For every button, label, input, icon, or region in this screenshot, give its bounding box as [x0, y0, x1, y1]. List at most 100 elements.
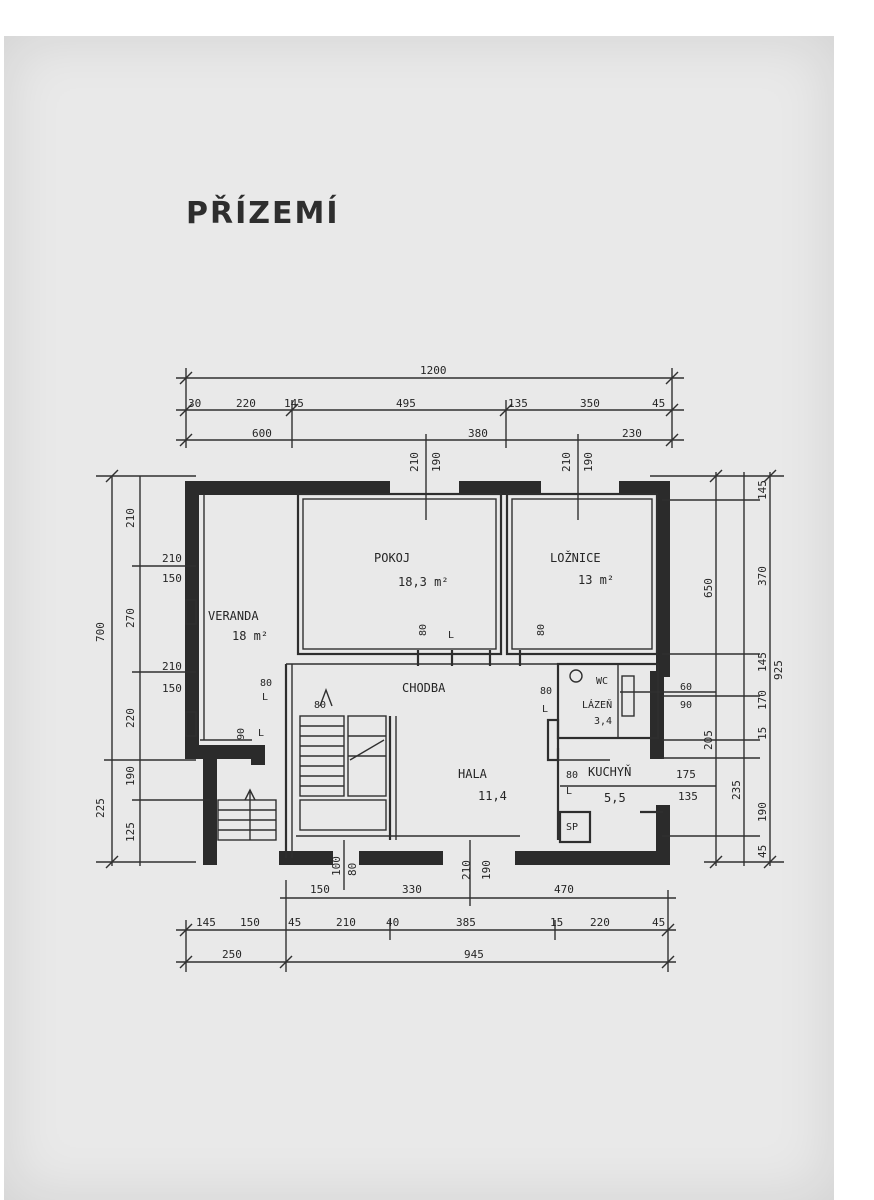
svg-text:220: 220	[590, 916, 610, 929]
right-dimensions: 650 205 235 925 145 370 145 170 15 190 4…	[702, 480, 785, 858]
svg-text:235: 235	[730, 780, 743, 800]
room-name-kuchyn: KUCHYŇ	[588, 764, 631, 779]
svg-text:45: 45	[756, 845, 769, 858]
outer-walls	[185, 481, 670, 865]
interior-walls	[185, 492, 663, 858]
room-name-pokoj: POKOJ	[374, 551, 410, 565]
svg-text:600: 600	[252, 427, 272, 440]
svg-text:380: 380	[468, 427, 488, 440]
svg-text:210: 210	[408, 452, 421, 472]
room-name-chodba: CHODBA	[402, 681, 446, 695]
room-area-veranda: 18 m²	[232, 629, 268, 643]
svg-text:15: 15	[550, 916, 563, 929]
svg-text:L: L	[262, 692, 268, 703]
svg-text:230: 230	[622, 427, 642, 440]
page-title: PŘÍZEMÍ	[186, 196, 340, 231]
svg-text:45: 45	[652, 397, 665, 410]
svg-text:40: 40	[386, 916, 399, 929]
svg-text:925: 925	[772, 660, 785, 680]
svg-text:250: 250	[222, 948, 242, 961]
svg-text:L: L	[566, 786, 572, 797]
svg-text:330: 330	[402, 883, 422, 896]
svg-text:190: 190	[124, 766, 137, 786]
room-area-kuchyn: 5,5	[604, 791, 626, 805]
room-name-wc: WC	[596, 676, 608, 687]
svg-text:700: 700	[94, 622, 107, 642]
svg-text:650: 650	[702, 578, 715, 598]
svg-text:L: L	[448, 630, 454, 641]
wc-fixture	[569, 669, 583, 683]
wall-loznice	[505, 492, 659, 656]
svg-text:190: 190	[480, 860, 493, 880]
svg-text:15: 15	[756, 727, 769, 740]
svg-text:210: 210	[162, 552, 182, 565]
paper-background	[4, 36, 834, 1200]
wall-right-lower	[515, 805, 670, 865]
room-labels: POKOJ 18,3 m² LOŽNICE 13 m² VERANDA 18 m…	[208, 550, 631, 833]
svg-text:190: 190	[430, 452, 443, 472]
svg-text:145: 145	[756, 652, 769, 672]
svg-text:350: 350	[580, 397, 600, 410]
svg-text:150: 150	[162, 572, 182, 585]
svg-text:385: 385	[456, 916, 476, 929]
interior-dimensions: 80 80 80 80 80 90 60 90 175 135 80 L L L…	[236, 624, 698, 803]
svg-text:270: 270	[124, 608, 137, 628]
room-name-veranda: VERANDA	[208, 609, 259, 623]
svg-text:495: 495	[396, 397, 416, 410]
svg-text:80: 80	[540, 686, 552, 697]
svg-text:45: 45	[652, 916, 665, 929]
svg-text:135: 135	[678, 790, 698, 803]
svg-text:30: 30	[188, 397, 201, 410]
room-name-sp: SP	[566, 822, 578, 833]
dimension-lines	[96, 368, 784, 972]
svg-text:220: 220	[124, 708, 137, 728]
svg-text:145: 145	[756, 480, 769, 500]
svg-text:145: 145	[284, 397, 304, 410]
svg-text:170: 170	[756, 690, 769, 710]
svg-text:145: 145	[196, 916, 216, 929]
svg-text:190: 190	[756, 802, 769, 822]
svg-text:210: 210	[336, 916, 356, 929]
room-area-lazne: 3,4	[594, 716, 612, 727]
svg-text:210: 210	[124, 508, 137, 528]
svg-text:370: 370	[756, 566, 769, 586]
svg-text:80: 80	[566, 770, 578, 781]
svg-text:150: 150	[162, 682, 182, 695]
room-area-loznice: 13 m²	[578, 573, 614, 587]
svg-text:80: 80	[536, 624, 547, 636]
svg-text:80: 80	[346, 863, 359, 876]
wall-veranda	[185, 481, 390, 765]
svg-text:125: 125	[124, 822, 137, 842]
svg-text:470: 470	[554, 883, 574, 896]
left-dimensions: 700 225 210 270 220 190 125 210 150 210 …	[94, 508, 182, 842]
svg-text:60: 60	[680, 682, 692, 693]
room-name-hala: HALA	[458, 767, 488, 781]
svg-text:90: 90	[236, 728, 247, 740]
svg-text:90: 90	[680, 700, 692, 711]
svg-text:100: 100	[330, 856, 343, 876]
svg-text:190: 190	[582, 452, 595, 472]
svg-text:175: 175	[676, 768, 696, 781]
svg-text:80: 80	[418, 624, 429, 636]
svg-text:80: 80	[260, 678, 272, 689]
wall-bathroom	[556, 662, 660, 740]
top-dimensions: 1200 30 220 145 495 135 350 45 600 380 2…	[188, 364, 665, 472]
main-staircase	[299, 688, 387, 831]
svg-text:80: 80	[314, 700, 326, 711]
room-name-lazne: LÁZEŇ	[582, 698, 612, 711]
svg-text:225: 225	[94, 798, 107, 818]
svg-text:45: 45	[288, 916, 301, 929]
wall-pokoj	[296, 492, 503, 656]
svg-text:150: 150	[240, 916, 260, 929]
svg-text:L: L	[258, 728, 264, 739]
svg-text:220: 220	[236, 397, 256, 410]
room-area-pokoj: 18,3 m²	[398, 575, 449, 589]
svg-text:210: 210	[162, 660, 182, 673]
dim-overall-width: 1200	[420, 364, 447, 377]
room-area-hala: 11,4	[478, 789, 507, 803]
room-name-loznice: LOŽNICE	[550, 550, 601, 565]
svg-text:945: 945	[464, 948, 484, 961]
svg-text:150: 150	[310, 883, 330, 896]
